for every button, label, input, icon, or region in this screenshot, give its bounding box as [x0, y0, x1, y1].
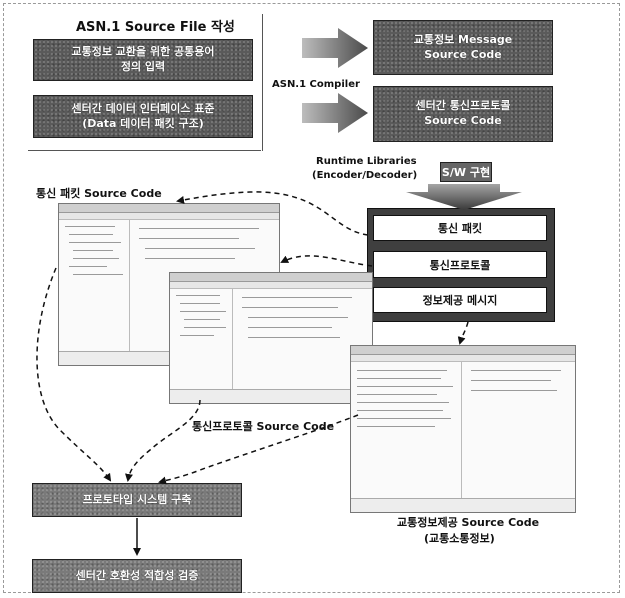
- connector-protocol-to-prototype: [125, 399, 201, 482]
- stack-item-protocol: 통신프로토콜: [373, 251, 547, 278]
- source-file-title: ASN.1 Source File 작성: [76, 20, 235, 35]
- protocol-source-screenshot: [169, 272, 373, 404]
- protocol-source-line1: 센터간 통신프로토콜: [415, 99, 511, 113]
- connector-info-to-prototype: [158, 414, 359, 485]
- figure-frame: [3, 3, 620, 593]
- top-left-separator: [28, 150, 261, 151]
- common-terms-line2: 정의 입력: [120, 60, 166, 73]
- protocol-source-line2: Source Code: [424, 114, 502, 127]
- info-source-screenshot: [350, 345, 576, 513]
- protocol-source-box: 센터간 통신프로토콜 Source Code: [373, 86, 553, 142]
- stack-item-info-message: 정보제공 메시지: [373, 287, 547, 313]
- connector-stack-to-info: [457, 321, 469, 345]
- compiler-arrow-top: [302, 28, 368, 68]
- message-source-line1: 교통정보 Message: [413, 32, 513, 46]
- runtime-label-1: Runtime Libraries: [316, 156, 417, 167]
- info-source-label-2: (교통소통정보): [424, 532, 495, 545]
- runtime-label-2: (Encoder/Decoder): [312, 170, 418, 181]
- message-source-box: 교통정보 Message Source Code: [373, 20, 553, 75]
- stack-item-packet: 통신 패킷: [373, 215, 547, 241]
- compiler-arrow-bottom: [302, 93, 368, 133]
- center-interface-box: 센터간 데이터 인터페이스 표준 (Data 데이터 패킷 구조): [33, 95, 253, 138]
- common-terms-box: 교통정보 교환을 위한 공통용어 정의 입력: [33, 39, 253, 81]
- common-terms-line1: 교통정보 교환을 위한 공통용어: [71, 45, 215, 59]
- center-interface-line1: 센터간 데이터 인터페이스 표준: [71, 101, 215, 115]
- packet-source-label: 통신 패킷 Source Code: [36, 187, 162, 200]
- sw-down-arrow: [406, 184, 522, 210]
- protocol-source-label: 통신프로토콜 Source Code: [192, 420, 335, 433]
- message-source-line2: Source Code: [424, 47, 502, 61]
- sw-impl-badge: S/W 구현: [440, 162, 492, 182]
- connector-packet-to-prototype: [36, 267, 112, 482]
- info-source-label-1: 교통정보제공 Source Code: [397, 516, 540, 529]
- top-right-separator: [262, 14, 263, 151]
- center-interface-line2: (Data 데이터 패킷 구조): [82, 116, 204, 130]
- connector-stack-to-packet: [176, 191, 369, 236]
- prototype-box: 프로토타입 시스템 구축: [32, 483, 242, 517]
- connector-stack-to-protocol: [280, 255, 373, 267]
- compat-verify-box: 센터간 호환성 적합성 검증: [32, 559, 242, 593]
- compiler-label: ASN.1 Compiler: [272, 79, 360, 90]
